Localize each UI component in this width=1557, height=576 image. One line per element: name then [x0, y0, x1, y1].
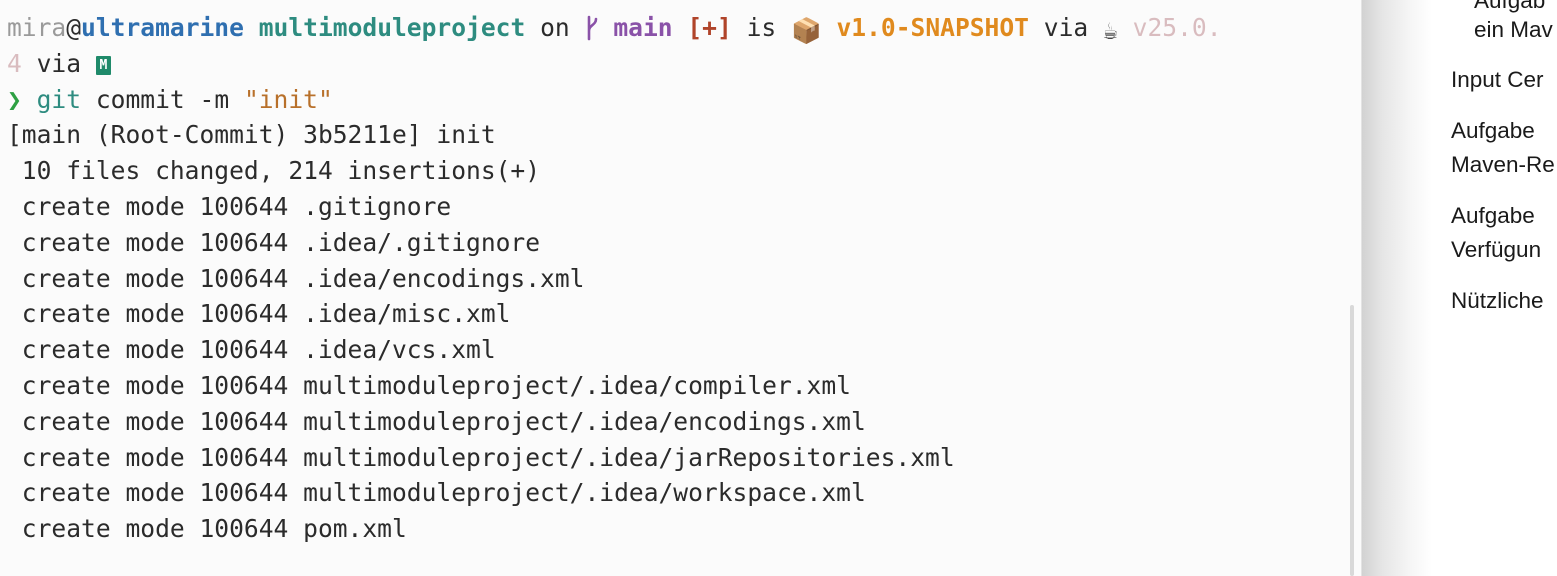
prompt-is: is [746, 13, 777, 42]
prompt-branch: main [613, 13, 673, 42]
package-icon: 📦 [791, 16, 822, 45]
prompt-on: on [540, 13, 570, 42]
command-name: git [36, 84, 82, 114]
toc-item[interactable]: Input Cer [1451, 67, 1544, 92]
prompt-java-version: v25.0. [1132, 13, 1222, 42]
prompt-host: ultramarine [81, 13, 244, 42]
output-line: [main (Root-Commit) 3b5211e] init [7, 120, 496, 150]
prompt-line-wrapped: 4 via M [7, 46, 1361, 82]
prompt-java-version-wrap: 4 [7, 48, 22, 78]
output-line: create mode 100644 .idea/vcs.xml [7, 335, 496, 365]
output-line: create mode 100644 multimoduleproject/.i… [7, 442, 955, 472]
terminal-window[interactable]: mira@ultramarine multimoduleproject on m… [0, 0, 1362, 576]
prompt-via: via [36, 48, 82, 78]
command-args: commit -m [95, 84, 230, 114]
output-line: create mode 100644 .gitignore [7, 191, 452, 221]
toc-item[interactable]: Nützliche [1451, 288, 1544, 313]
prompt-directory: multimoduleproject [258, 13, 526, 42]
toc-item[interactable]: Aufgab [1474, 0, 1546, 13]
java-icon: ☕ [1103, 16, 1118, 45]
git-branch-icon [585, 13, 599, 42]
toc-item[interactable]: Maven-Re [1451, 152, 1555, 177]
prompt-user: mira [7, 13, 67, 42]
output-line: create mode 100644 .idea/misc.xml [7, 299, 511, 329]
toc-item[interactable]: ein Mav [1474, 17, 1553, 42]
prompt-git-status: [+] [687, 13, 732, 42]
maven-icon: M [95, 55, 111, 75]
output-line: create mode 100644 multimoduleproject/.i… [7, 478, 866, 508]
toc-item[interactable]: Verfügun [1451, 237, 1542, 262]
prompt-at: @ [66, 13, 82, 42]
terminal-scrollbar[interactable] [1350, 305, 1354, 576]
output-line: create mode 100644 .idea/encodings.xml [7, 263, 585, 293]
toc-item[interactable]: Aufgabe [1451, 203, 1535, 228]
prompt-line: mira@ultramarine multimoduleproject on m… [7, 10, 1361, 46]
toc-item[interactable]: Aufgabe [1451, 118, 1535, 143]
output-line: create mode 100644 pom.xml [7, 514, 407, 544]
prompt-via: via [1043, 13, 1089, 42]
prompt-package-version: v1.0-SNAPSHOT [836, 13, 1029, 42]
output-line: create mode 100644 multimoduleproject/.i… [7, 370, 851, 400]
table-of-contents-sidebar: Aufgab ein Mav Input Cer Aufgabe Maven-R… [1432, 0, 1557, 576]
output-line: create mode 100644 .idea/.gitignore [7, 227, 541, 257]
command-message: "init" [243, 84, 333, 114]
output-line: create mode 100644 multimoduleproject/.i… [7, 406, 866, 436]
output-line: 10 files changed, 214 insertions(+) [7, 156, 541, 186]
prompt-arrow-icon: ❯ [7, 84, 22, 114]
command-line[interactable]: ❯ git commit -m "init" [7, 82, 1361, 118]
window-shadow [1362, 0, 1432, 576]
